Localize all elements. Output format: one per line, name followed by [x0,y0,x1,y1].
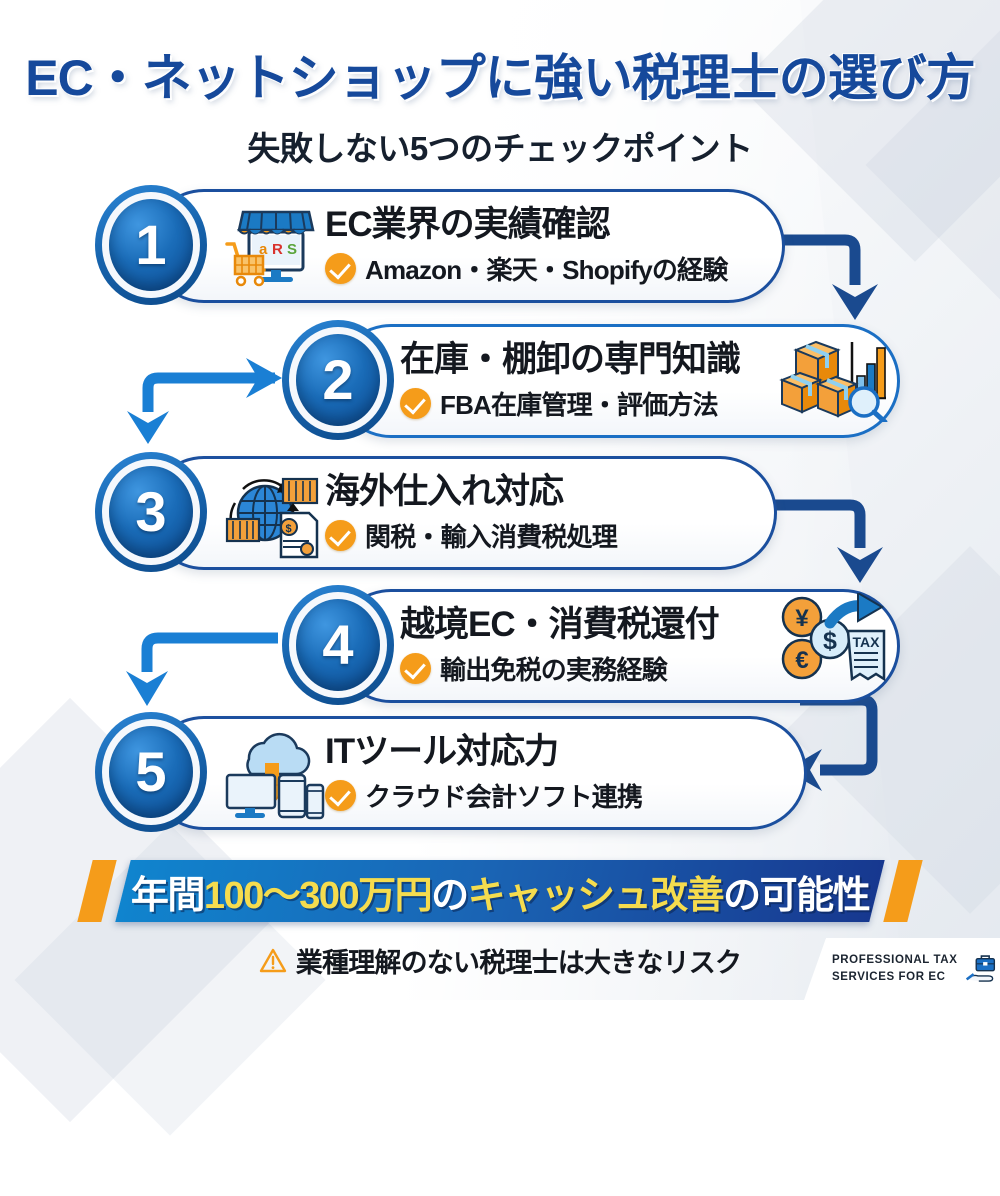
step-4-title: 越境EC・消費税還付 [400,605,720,645]
step-1-content: a R S EC業界の実績確認 Amazon・楽天・Shopifyの経験 [221,189,741,303]
step-1-check-row: Amazon・楽天・Shopifyの経験 [325,250,728,287]
warning-note: 業種理解のない税理士は大きなリスク [0,941,1000,980]
step-3-check-row: 関税・輸入消費税処理 [325,517,618,554]
check-circle-icon [400,387,431,419]
step-3-content: $ 海外仕入れ対応 関税・輸入消費税処理 [221,456,721,570]
logo-line-1: PROFESSIONAL TAX [832,954,958,967]
step-2-content: 在庫・棚卸の専門知識 FBA在庫管理・評価方法 [400,324,840,438]
step-2-number: 2 [322,348,354,411]
step-1-texts: EC業界の実績確認 Amazon・楽天・Shopifyの経験 [325,205,728,287]
step-card-1[interactable]: a R S EC業界の実績確認 Amazon・楽天・Shopifyの経験 [95,185,785,307]
logo-text: PROFESSIONAL TAX SERVICES FOR EC [832,952,957,985]
steps-list: a R S EC業界の実績確認 Amazon・楽天・Shopifyの経験 [0,0,1000,1000]
step-2-check-row: FBA在庫管理・評価方法 [400,385,740,422]
step-3-check-text: 関税・輸入消費税処理 [365,521,618,552]
step-4-content: 越境EC・消費税還付 輸出免税の実務経験 [400,589,840,703]
step-card-4[interactable]: 越境EC・消費税還付 輸出免税の実務経験 ¥ € $ [282,585,900,707]
step-card-2-body [334,324,900,438]
banner-seg-4: キャッシュ改善 [467,874,725,917]
connector-arrows [126,234,883,791]
online-store-icon: a R S [221,198,325,294]
check-circle-icon [400,652,431,684]
step-3-number: 3 [135,480,167,543]
svg-text:$: $ [286,523,292,535]
warning-triangle-icon [259,948,286,972]
step-2-check-text: FBA在庫管理・評価方法 [440,389,719,420]
connector-1-to-2 [770,234,878,320]
step-1-number-badge: 1 [95,185,207,305]
step-card-5-body [147,716,807,830]
inventory-boxes-chart-icon [778,330,890,425]
step-1-number: 1 [135,213,167,276]
page-subtitle: 失敗しない5つのチェックポイント [247,130,753,167]
step-card-5[interactable]: ITツール対応力 クラウド会計ソフト連携 5 [95,712,807,834]
step-2-title: 在庫・棚卸の専門知識 [400,340,741,380]
step-5-texts: ITツール対応力 クラウド会計ソフト連携 [325,732,643,814]
currency-tax-refund-icon: ¥ € $ TAX [780,591,892,685]
banner-seg-3: の [431,874,469,917]
step-5-check-text: クラウド会計ソフト連携 [365,781,643,812]
step-5-number-badge: 5 [95,712,207,832]
step-1-check-text: Amazon・楽天・Shopifyの経験 [365,254,728,285]
step-4-number: 4 [322,613,354,676]
svg-text:R: R [272,241,283,258]
step-2-texts: 在庫・棚卸の専門知識 FBA在庫管理・評価方法 [400,340,741,422]
step-5-title: ITツール対応力 [325,732,559,772]
step-4-check-row: 輸出免税の実務経験 [400,650,719,687]
svg-text:S: S [287,241,297,258]
connector-3-to-4 [775,499,883,583]
check-circle-icon [325,519,356,551]
svg-text:TAX: TAX [853,634,881,650]
connector-4-to-5 [126,632,278,706]
step-5-check-row: クラウド会計ソフト連携 [325,777,643,814]
connector-2-branch [127,358,282,444]
header: EC・ネットショップに強い税理士の選び方 失敗しない5つのチェックポイント [0,0,1000,170]
page-title: EC・ネットショップに強い税理士の選び方 [25,50,975,106]
svg-text:€: € [795,647,808,674]
banner-seg-5: の可能性 [723,874,871,917]
svg-text:$: $ [823,627,837,655]
banner-seg-1: 年間 [130,874,206,917]
logo-badge: PROFESSIONAL TAX SERVICES FOR EC [804,938,1000,1000]
step-card-2[interactable]: 在庫・棚卸の専門知識 FBA在庫管理・評価方法 [282,320,900,442]
svg-text:¥: ¥ [795,605,809,632]
step-5-number: 5 [135,740,167,803]
svg-text:a: a [259,241,268,258]
step-1-title: EC業界の実績確認 [325,205,611,245]
step-3-number-badge: 3 [95,452,207,572]
banner-seg-2: 100〜300万円 [203,874,433,917]
step-5-content: ITツール対応力 クラウド会計ソフト連携 [221,716,741,830]
step-4-number-badge: 4 [282,585,394,705]
step-4-check-text: 輸出免税の実務経験 [440,654,668,685]
check-circle-icon [325,779,356,811]
logo-line-2: SERVICES FOR EC [832,971,946,983]
global-import-icon: $ [221,465,325,561]
step-2-number-badge: 2 [282,320,394,440]
check-circle-icon [325,252,356,284]
step-4-texts: 越境EC・消費税還付 輸出免税の実務経験 [400,605,720,687]
briefcase-in-hand-icon [966,955,996,982]
step-3-title: 海外仕入れ対応 [325,472,564,512]
step-3-texts: 海外仕入れ対応 関税・輸入消費税処理 [325,472,618,554]
cloud-devices-icon [221,725,325,821]
warning-text: 業種理解のない税理士は大きなリスク [295,948,742,978]
step-card-3[interactable]: $ 海外仕入れ対応 関税・輸入消費税処理 3 [95,452,777,574]
